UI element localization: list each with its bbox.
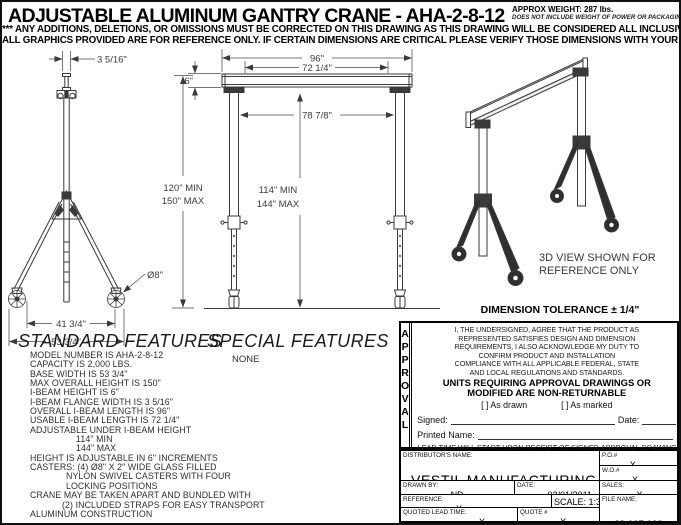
feature-item: BASE WIDTH IS 53 3/4" <box>30 368 128 379</box>
po-number-cell: P.O.# X <box>600 451 677 466</box>
feature-item: (2) INCLUDED STRAPS FOR EASY TRANSPORT <box>62 499 265 510</box>
feature-item: MAX OVERALL HEIGHT IS 150" <box>30 378 161 389</box>
dim-under-max: 144" MAX <box>257 199 300 210</box>
feature-item: LOCKING POSITIONS <box>66 480 158 491</box>
scale-cell: SCALE: 1:32 <box>552 495 600 508</box>
header-note-2: ALL GRAPHICS PROVIDED ARE FOR REFERENCE … <box>2 35 681 46</box>
dim-base-inner: 41 3/4" <box>56 319 86 330</box>
signed-label: Signed: <box>417 415 448 426</box>
distributor-cell: DISTRIBUTOR'S NAME: VESTIL MANUFACTURING <box>401 451 600 481</box>
feature-item: CRANE MAY BE TAKEN APART AND BUNDLED WIT… <box>30 490 251 501</box>
date-label: Date: <box>617 415 640 426</box>
feature-item: ALUMINUM CONSTRUCTION <box>30 508 153 519</box>
dim-overall-min: 120" MIN <box>163 183 202 194</box>
caster-wheel-left <box>8 290 26 308</box>
feature-item: CASTERS: (4) Ø8" X 2" WIDE GLASS FILLED <box>30 462 217 473</box>
dim-inner-span: 78 7/8" <box>302 111 332 122</box>
special-features-value: NONE <box>232 354 260 365</box>
wo-number-cell: W.O.# X <box>600 466 677 481</box>
feature-item: CAPACITY IS 2,000 LBS. <box>30 359 133 370</box>
file-name-cell: FILE NAME: 28-007-093 <box>600 495 677 521</box>
feature-item: HEIGHT IS ADJUSTABLE IN 6" INCREMENTS <box>30 452 218 463</box>
special-features-title: SPECIAL FEATURES <box>207 331 389 351</box>
dim-flange-width: 3 5/16" <box>97 55 127 66</box>
signature-line[interactable] <box>450 414 615 426</box>
approval-box: A P P R O V A L I, THE UNDERSIGNED, AGRE… <box>399 321 679 452</box>
printed-name-line[interactable] <box>477 429 674 441</box>
approx-weight: APPROX WEIGHT: 287 lbs. <box>512 5 614 14</box>
feature-item: I-BEAM HEIGHT IS 6" <box>30 387 119 398</box>
approval-vertical-label: A P P R O V A L <box>401 323 413 447</box>
approval-statement: REQUIREMENTS, I ALSO ACKNOWLEDGE MY DUTY… <box>454 342 640 352</box>
feature-item: MODEL NUMBER IS AHA-2-8-12 <box>30 350 164 360</box>
approval-content: I, THE UNDERSIGNED, AGREE THAT THE PRODU… <box>412 323 679 452</box>
side-view-dimensions <box>8 51 194 346</box>
front-view-dimensions <box>188 49 413 308</box>
drawn-by-cell: DRAWN BY: ND <box>401 481 515 495</box>
weight-note: DOES NOT INCLUDE WEIGHT OF POWER OR PACK… <box>512 14 681 21</box>
standard-features-list: MODEL NUMBER IS AHA-2-8-12 CAPACITY IS 2… <box>30 350 390 519</box>
feature-item: 114" MIN <box>76 434 113 445</box>
approval-statement: COMPLIANCE WITH ALL APPLICABLE FEDERAL, … <box>454 359 639 369</box>
dim-beam-length: 96" <box>310 54 324 65</box>
date-line[interactable] <box>642 414 677 426</box>
dim-under-min: 114" MIN <box>259 185 298 196</box>
dim-caster-diameter: Ø8" <box>147 270 163 281</box>
distributor-name: VESTIL MANUFACTURING <box>411 472 597 481</box>
checkbox-as-marked[interactable]: [ ] As marked <box>561 400 613 411</box>
3d-view-note-line2: REFERENCE ONLY <box>539 265 640 277</box>
approval-statement: CONFIRM PRODUCT AND INSTALLATION <box>478 350 616 360</box>
approval-warning-line1: UNITS REQUIRING APPROVAL DRAWINGS OR <box>442 376 651 388</box>
approval-statement: I, THE UNDERSIGNED, AGREE THAT THE PRODU… <box>454 325 640 334</box>
quoted-lead-time-cell: QUOTED LEAD TIME: X <box>401 508 518 521</box>
header-note-1: *** ANY ADDITIONS, DELETIONS, OR OMISSIO… <box>2 24 681 35</box>
isometric-view <box>451 57 619 286</box>
dim-overall-max: 150" MAX <box>162 196 205 207</box>
feature-item: I-BEAM FLANGE WIDTH IS 3 5/16" <box>30 396 173 407</box>
feature-item: ADJUSTABLE UNDER I-BEAM HEIGHT <box>30 424 192 435</box>
caster-wheel-right <box>107 290 125 308</box>
page-title: ADJUSTABLE ALUMINUM GANTRY CRANE - AHA-2… <box>8 5 505 27</box>
feature-item: OVERALL I-BEAM LENGTH IS 96" <box>30 406 171 417</box>
reference-cell: REFERENCE: X <box>401 495 552 508</box>
weight-block: APPROX WEIGHT: 287 lbs. DOES NOT INCLUDE… <box>512 5 681 21</box>
date-cell: DATE: 02/01/2011 <box>515 481 600 495</box>
dimension-tolerance: DIMENSION TOLERANCE ± 1/4" <box>480 304 640 316</box>
file-name-value: 28-007-093 <box>602 519 675 521</box>
front-view <box>204 73 440 310</box>
standard-features-title: STANDARD FEATURES <box>18 331 223 351</box>
dim-beam-height: 6" <box>184 76 193 87</box>
approval-warning-line2: MODIFIED ARE NON-RETURNABLE <box>467 387 627 399</box>
dim-usable-length: 72 1/4" <box>302 63 332 74</box>
feature-item: USABLE I-BEAM LENGTH IS 72 1/4" <box>30 415 180 426</box>
sales-cell: SALES: X <box>600 481 677 495</box>
lead-time-note: LEAD TIME WILL START UPON RECEIPT OF SIG… <box>417 443 677 453</box>
checkbox-as-drawn[interactable]: [ ] As drawn <box>481 400 528 411</box>
feature-item: NYLON SWIVEL CASTERS WITH FOUR <box>66 471 231 482</box>
quote-number-cell: QUOTE # X <box>518 508 600 521</box>
feature-item: 144" MAX <box>76 443 117 454</box>
approval-statement: REPRESENTED SATISFIES DESIGN AND DIMENSI… <box>458 333 636 343</box>
printed-name-label: Printed Name: <box>417 430 475 441</box>
side-view <box>8 73 125 308</box>
title-block: DISTRIBUTOR'S NAME: VESTIL MANUFACTURING… <box>399 449 679 523</box>
approval-statement: AND LOCAL REGULATIONS AND STANDARDS. <box>469 367 625 377</box>
3d-view-note-line1: 3D VIEW SHOWN FOR <box>539 252 656 264</box>
